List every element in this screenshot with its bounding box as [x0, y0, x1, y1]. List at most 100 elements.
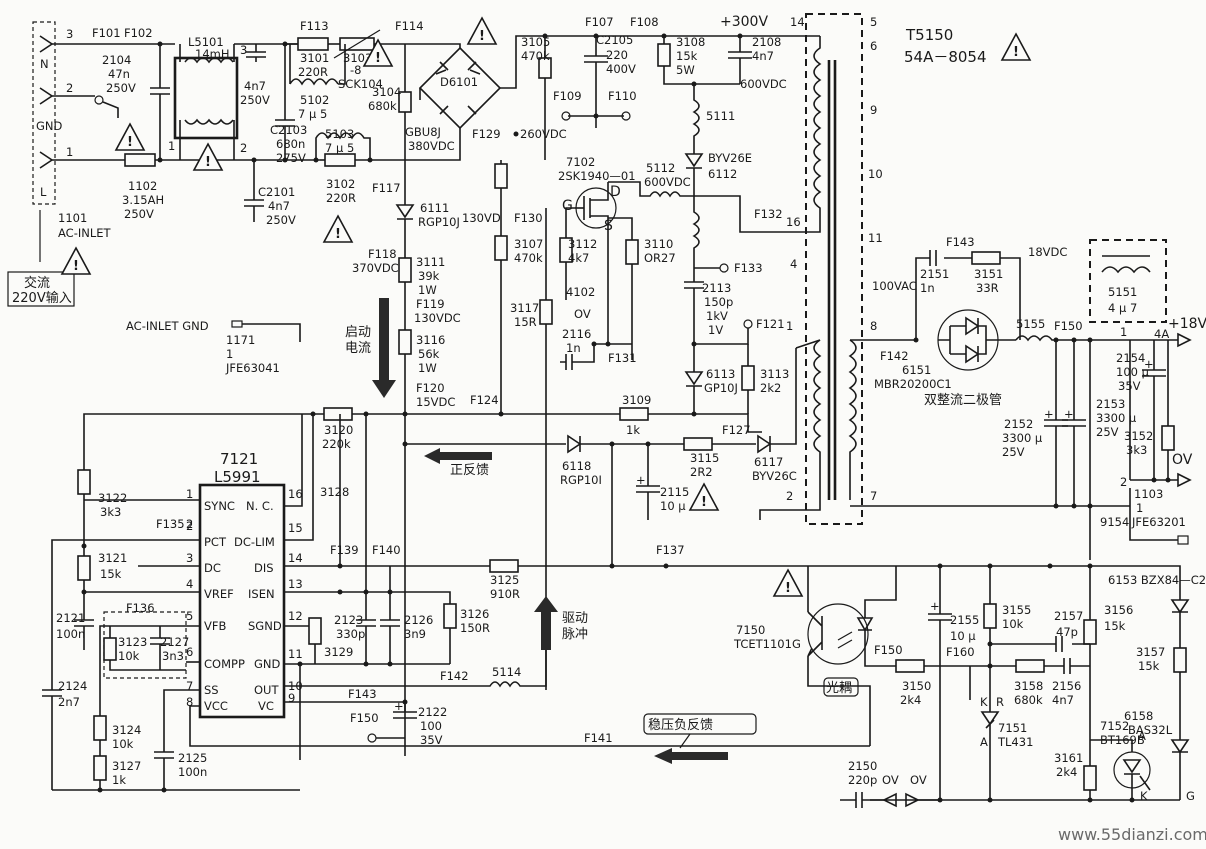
- cap-2103: C2103 680n 275V: [270, 41, 307, 165]
- svg-text:220: 220: [606, 48, 628, 62]
- svg-text:100n: 100n: [56, 627, 85, 641]
- svg-text:1k: 1k: [626, 423, 640, 437]
- svg-text:DIS: DIS: [254, 561, 274, 575]
- resistor-3124: [93, 715, 107, 741]
- positive-feedback-arrow: 正反馈: [424, 448, 492, 478]
- resistor-3111: [398, 257, 412, 283]
- svg-text:F108: F108: [630, 15, 659, 29]
- svg-text:10 μ: 10 μ: [660, 499, 686, 513]
- svg-text:F121: F121: [756, 317, 785, 331]
- svg-text:5151: 5151: [1108, 285, 1137, 299]
- warning-icon: !: [688, 482, 720, 511]
- svg-text:OV: OV: [1172, 452, 1193, 468]
- svg-text:光耦: 光耦: [826, 681, 852, 696]
- svg-text:OV: OV: [910, 773, 927, 787]
- svg-text:25V: 25V: [1002, 445, 1025, 459]
- svg-text:10 μ: 10 μ: [950, 629, 976, 643]
- svg-text:1: 1: [1136, 501, 1143, 515]
- svg-text:稳压负反馈: 稳压负反馈: [648, 717, 713, 733]
- svg-text:!: !: [785, 581, 791, 596]
- svg-text:K: K: [980, 695, 988, 709]
- svg-text:C2103: C2103: [270, 123, 307, 137]
- svg-text:3158: 3158: [1014, 679, 1043, 693]
- svg-text:F107: F107: [585, 15, 614, 29]
- cap-2121: [74, 606, 94, 650]
- svg-text:250V: 250V: [266, 213, 296, 227]
- inlet-name: AC-INLET: [58, 226, 112, 240]
- svg-text:F132: F132: [754, 207, 783, 221]
- cap-2123: [356, 414, 376, 664]
- svg-text:3k3: 3k3: [1126, 443, 1147, 457]
- hv-bus: F107 F108 +300V 14: [540, 14, 820, 39]
- svg-text:8: 8: [870, 319, 877, 333]
- warning-icon: !: [322, 214, 354, 243]
- svg-text:!: !: [73, 259, 79, 274]
- svg-text:1V: 1V: [708, 323, 723, 337]
- svg-text:150p: 150p: [704, 295, 733, 309]
- resistor-3112: [559, 237, 573, 263]
- svg-text:+: +: [1044, 407, 1054, 421]
- svg-text:N. C.: N. C.: [246, 499, 274, 513]
- svg-text:F150: F150: [1054, 319, 1083, 333]
- svg-text:2: 2: [240, 141, 247, 155]
- svg-text:4: 4: [790, 257, 797, 271]
- svg-text:F117: F117: [372, 181, 401, 195]
- svg-text:14: 14: [790, 15, 805, 29]
- svg-text:47p: 47p: [1056, 625, 1078, 639]
- fuse-1102: [124, 153, 156, 167]
- feedback-row-414: F124 3120 220k 3109 1k F127: [83, 393, 762, 451]
- svg-text:JFE63041: JFE63041: [225, 361, 280, 375]
- svg-text:驱动: 驱动: [562, 611, 588, 626]
- svg-text:10: 10: [868, 167, 883, 181]
- svg-text:OV: OV: [882, 773, 899, 787]
- svg-text:G: G: [1186, 789, 1195, 803]
- svg-text:13: 13: [288, 577, 303, 591]
- svg-text:11: 11: [288, 647, 303, 661]
- svg-text:2108: 2108: [752, 35, 781, 49]
- resistor-3117: [539, 299, 553, 325]
- pin-3: 3: [66, 27, 73, 41]
- svg-text:3109: 3109: [622, 393, 651, 407]
- svg-text:3150: 3150: [902, 679, 931, 693]
- svg-text:3300 μ: 3300 μ: [1096, 411, 1137, 425]
- svg-text:7: 7: [870, 489, 877, 503]
- svg-text:400V: 400V: [606, 62, 636, 76]
- svg-text:3128: 3128: [320, 485, 349, 499]
- svg-text:3102: 3102: [326, 177, 355, 191]
- svg-text:F137: F137: [656, 543, 685, 557]
- svg-text:1: 1: [786, 319, 793, 333]
- svg-text:3125: 3125: [490, 573, 519, 587]
- resistor-3102: [324, 153, 356, 167]
- svg-text:6: 6: [870, 39, 877, 53]
- svg-text:F143: F143: [348, 687, 377, 701]
- svg-text:5102: 5102: [300, 93, 329, 107]
- inductor-5151: 5151 4 μ 7 1 2: [1089, 239, 1167, 489]
- svg-text:4A: 4A: [1154, 327, 1169, 341]
- svg-text:2122: 2122: [418, 705, 447, 719]
- inductor-5111: 5111 BYV26E 6112: [684, 84, 752, 196]
- gate-network: F130 3107 470k 3112 4k7 3110 OR27 3117 1…: [494, 160, 676, 690]
- svg-text:2: 2: [186, 519, 193, 533]
- startup-chain: 6111 RGP10J 130VD F118 370VDC 3111 39k 1…: [352, 160, 501, 756]
- resistor-3129: [308, 617, 322, 645]
- svg-text:5103: 5103: [325, 127, 354, 141]
- svg-text:54A－8054: 54A－8054: [904, 48, 987, 66]
- svg-text:+: +: [930, 599, 940, 613]
- svg-text:电流: 电流: [345, 341, 371, 356]
- svg-text:3161: 3161: [1054, 751, 1083, 765]
- svg-text:100VAC: 100VAC: [872, 279, 917, 293]
- watermark: www.55dianzi.com: [1058, 825, 1206, 844]
- svg-text:+: +: [1064, 407, 1074, 421]
- svg-text:GBU8J: GBU8J: [405, 125, 441, 139]
- svg-text:BT169B: BT169B: [1100, 733, 1145, 747]
- svg-text:15k: 15k: [676, 49, 698, 63]
- svg-text:4n7: 4n7: [268, 199, 290, 213]
- resistor-3122: [77, 469, 91, 495]
- svg-text:4102: 4102: [566, 285, 595, 299]
- svg-text:3101: 3101: [300, 51, 329, 65]
- svg-text:SGND: SGND: [248, 619, 282, 633]
- svg-text:35V: 35V: [1118, 379, 1141, 393]
- svg-text:+: +: [636, 473, 646, 487]
- svg-text:25V: 25V: [1096, 425, 1119, 439]
